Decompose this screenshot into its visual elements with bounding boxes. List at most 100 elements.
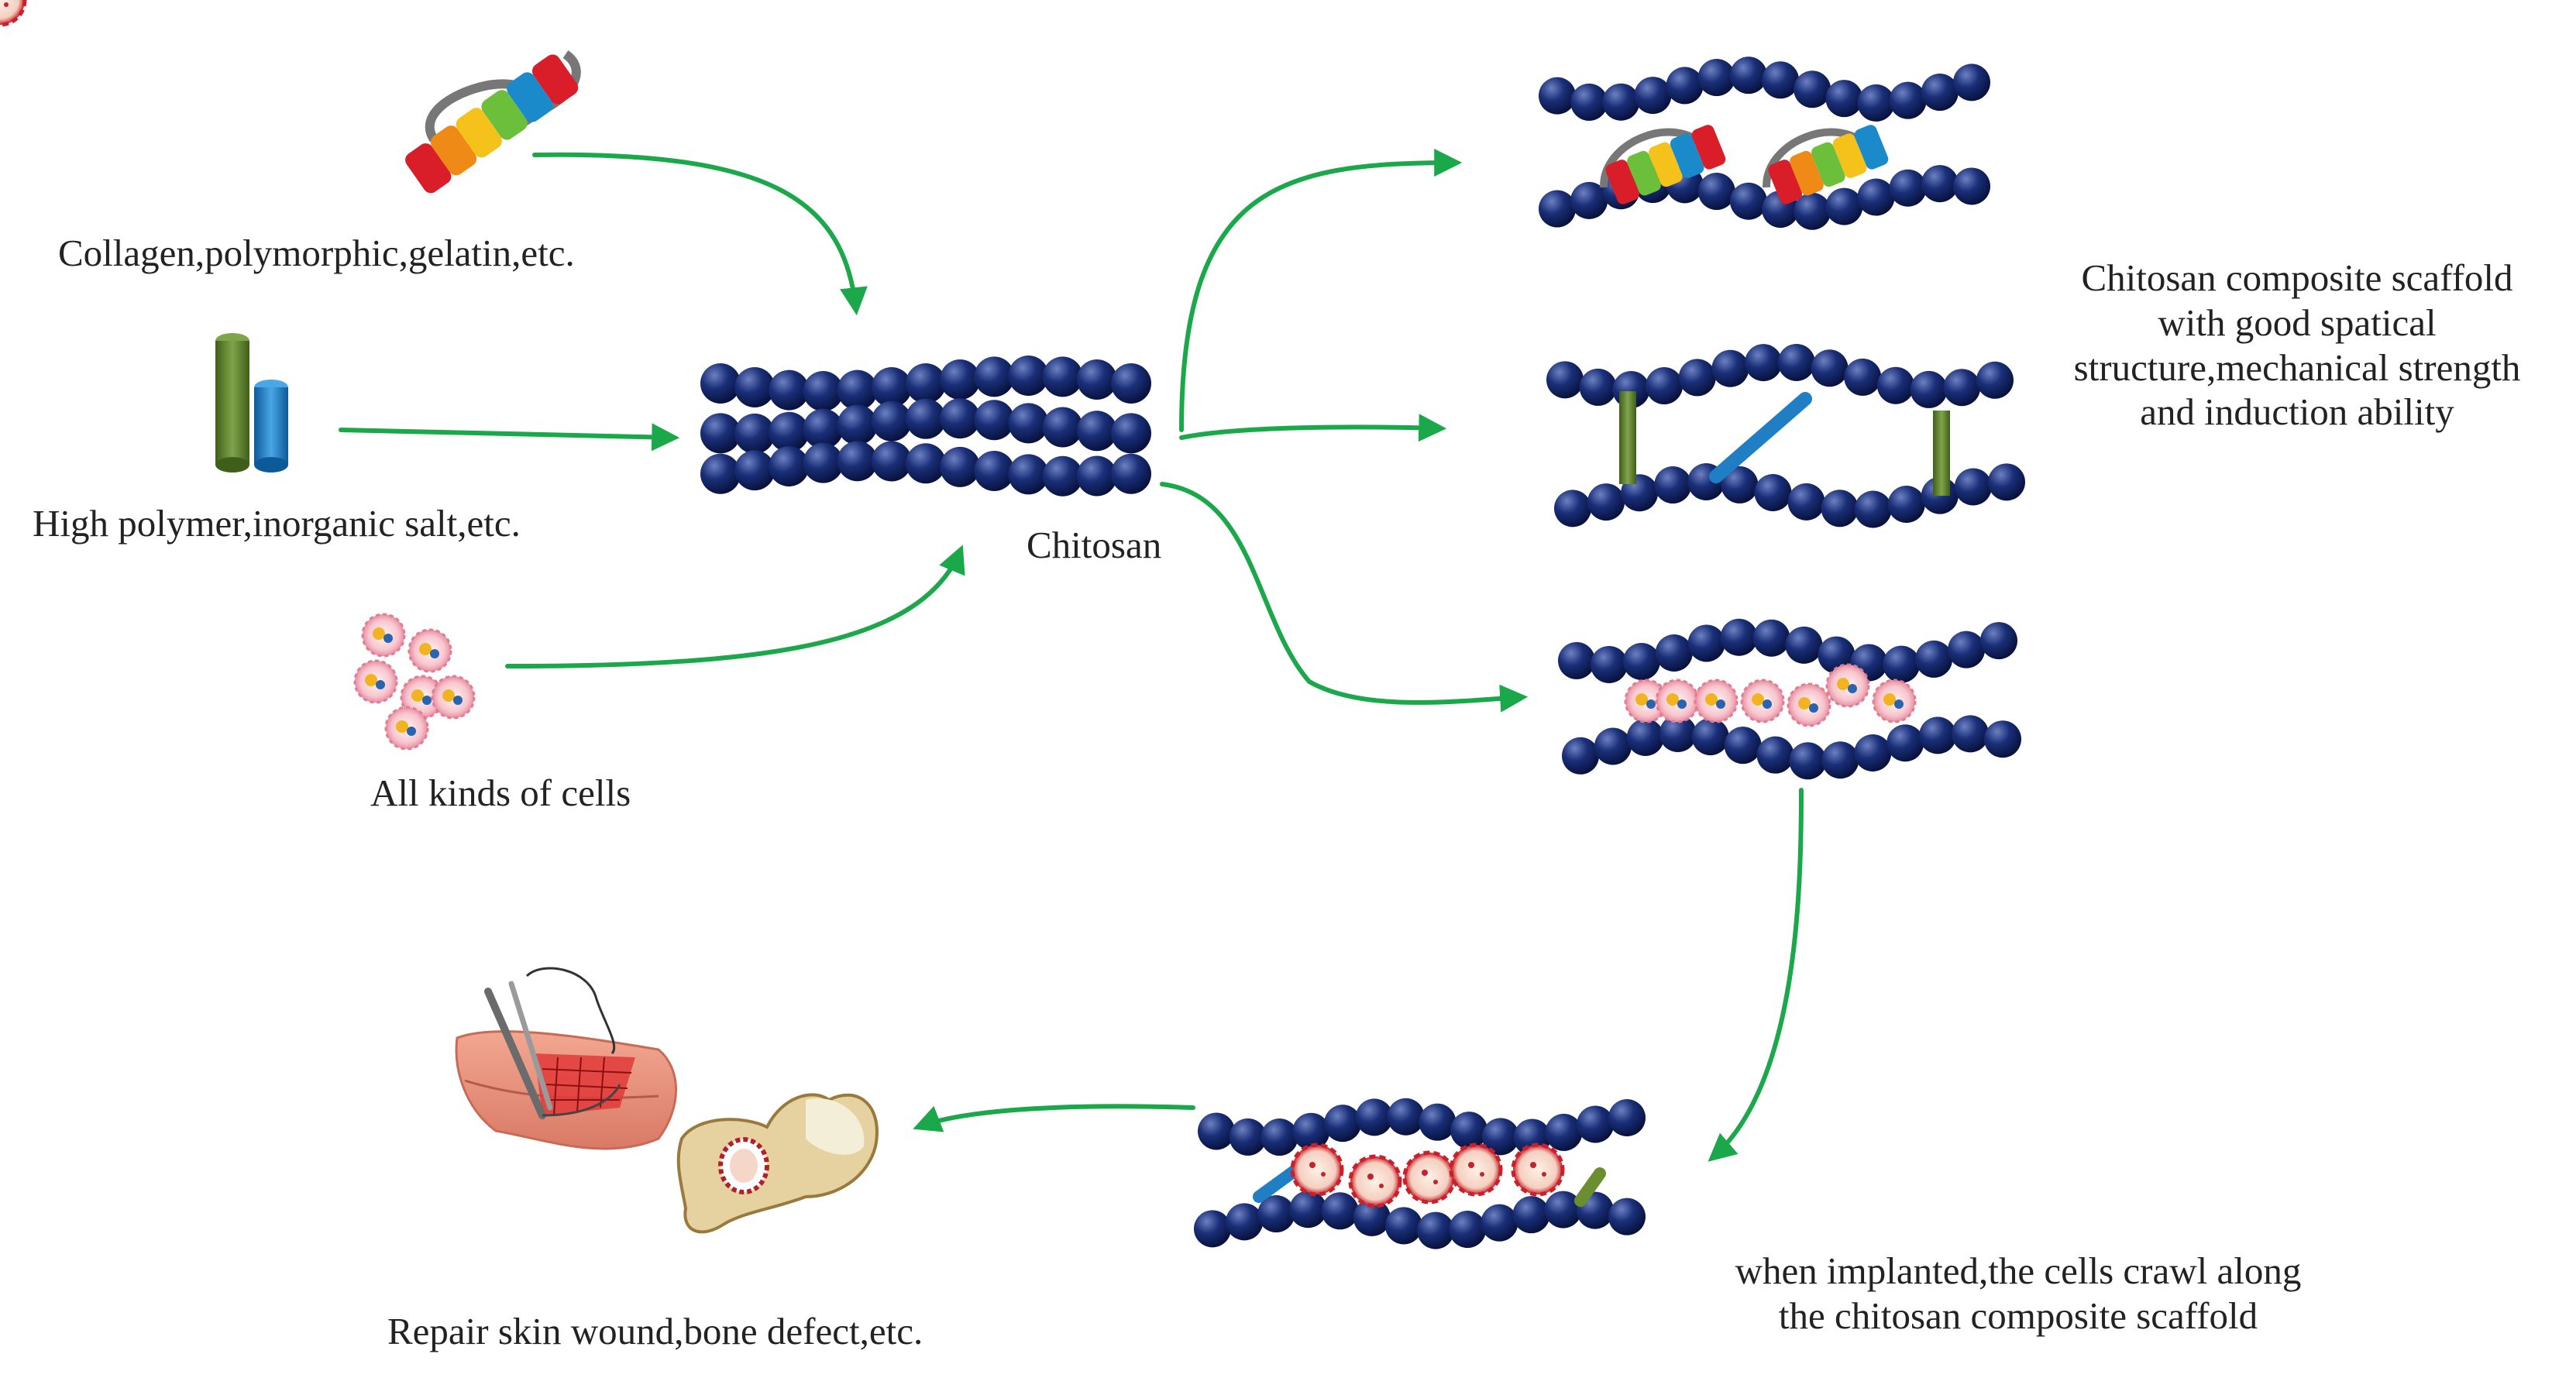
bead [1355, 1098, 1393, 1136]
label-repair: Repair skin wound,bone defect,etc. [387, 1310, 923, 1352]
bead [1953, 64, 1990, 101]
bead [1921, 74, 1959, 112]
bead [1666, 67, 1704, 105]
bead [974, 400, 1015, 441]
bead [1948, 631, 1986, 668]
bead [1608, 1099, 1646, 1137]
arrow-cells-to-chitosan [505, 545, 965, 668]
bead [1577, 1105, 1615, 1143]
bead [1579, 368, 1617, 406]
bead [769, 411, 810, 452]
label-chitosan: Chitosan [1027, 524, 1162, 566]
bead [1289, 1191, 1327, 1229]
bead [1353, 1198, 1391, 1236]
bead [1655, 634, 1693, 672]
bead [1919, 716, 1957, 754]
bead [1042, 407, 1083, 448]
arrow-polymer-to-chitosan [339, 423, 680, 452]
bead [1818, 636, 1855, 674]
arrow-implanted-to-repair [913, 1104, 1195, 1132]
bead [906, 398, 946, 439]
bead [734, 450, 776, 491]
bead [1691, 718, 1729, 756]
bead [1857, 178, 1895, 216]
scaffold-line-3: structure,mechanical strength [2073, 345, 2521, 389]
bead [1008, 403, 1049, 444]
bead [1654, 466, 1692, 504]
bead [837, 441, 878, 482]
bead [1562, 737, 1599, 775]
bead [1419, 1103, 1457, 1141]
mesh-patch [535, 1053, 635, 1116]
bead [906, 443, 946, 484]
bead [1602, 83, 1640, 121]
bead [769, 445, 810, 486]
bead [1194, 1210, 1231, 1248]
bead [1729, 57, 1767, 95]
bead [1384, 1207, 1422, 1245]
bead [803, 371, 844, 411]
bead [1915, 640, 1953, 678]
bead [1724, 727, 1762, 765]
bead [1481, 1118, 1519, 1156]
implanted-scaffold-inserts [0, 0, 1606, 1206]
arrow-chitosan-to-scaffold3 [1160, 482, 1529, 713]
bead [1821, 741, 1859, 779]
scaffold-line-2: with good spatical [2158, 301, 2437, 344]
bead [1697, 59, 1735, 97]
bead [1921, 165, 1959, 203]
scaffold2-rods [1619, 391, 1950, 496]
bead [1321, 1192, 1359, 1230]
bead [871, 441, 912, 482]
label-collagen: Collagen,polymorphic,gelatin,etc. [58, 232, 575, 274]
bead [1821, 490, 1859, 527]
bead [940, 398, 981, 439]
bead [1752, 619, 1790, 657]
bead [1952, 715, 1990, 753]
bead [1260, 1119, 1298, 1156]
bead [700, 363, 741, 404]
label-scaffold-description: Chitosan composite scaffold with good sp… [2034, 256, 2561, 435]
bead [803, 408, 844, 449]
bead [1954, 468, 1992, 506]
bead [906, 363, 946, 404]
bead [1883, 645, 1921, 683]
bead [940, 446, 981, 487]
bead [1570, 181, 1608, 219]
bead [1111, 453, 1151, 494]
bead [871, 400, 912, 442]
bead [1450, 1112, 1488, 1149]
bead [734, 413, 776, 454]
rods-icon [215, 333, 288, 473]
bead [1762, 61, 1800, 99]
label-polymer: High polymer,inorganic salt,etc. [33, 502, 521, 545]
bead [769, 369, 810, 411]
bead [1608, 1198, 1646, 1235]
arrow-chitosan-to-scaffold1 [1179, 149, 1463, 432]
bead [1111, 363, 1151, 404]
bead [1539, 77, 1576, 115]
bead [837, 404, 878, 445]
bead [1324, 1105, 1362, 1143]
bead [1449, 1211, 1487, 1249]
bead [1076, 455, 1117, 497]
bead [1988, 463, 2025, 501]
bead [1545, 1113, 1583, 1151]
bead [1008, 356, 1049, 396]
bead [1787, 483, 1825, 521]
bead [1646, 367, 1684, 405]
collagen-icon [405, 50, 581, 194]
scaffold-line-4: and induction ability [2140, 390, 2454, 434]
arrow-collagen-to-chitosan [532, 152, 868, 316]
implanted-line-1: when implanted,the cells crawl along [1735, 1249, 2302, 1292]
bead [1857, 84, 1895, 122]
bead [1887, 486, 1925, 524]
bead [1257, 1195, 1295, 1233]
bead [1754, 474, 1792, 512]
bead [1678, 359, 1716, 397]
bead [837, 369, 878, 411]
bead [1659, 715, 1697, 753]
bead [974, 356, 1015, 397]
bead [1889, 169, 1927, 207]
bead [1590, 645, 1628, 683]
